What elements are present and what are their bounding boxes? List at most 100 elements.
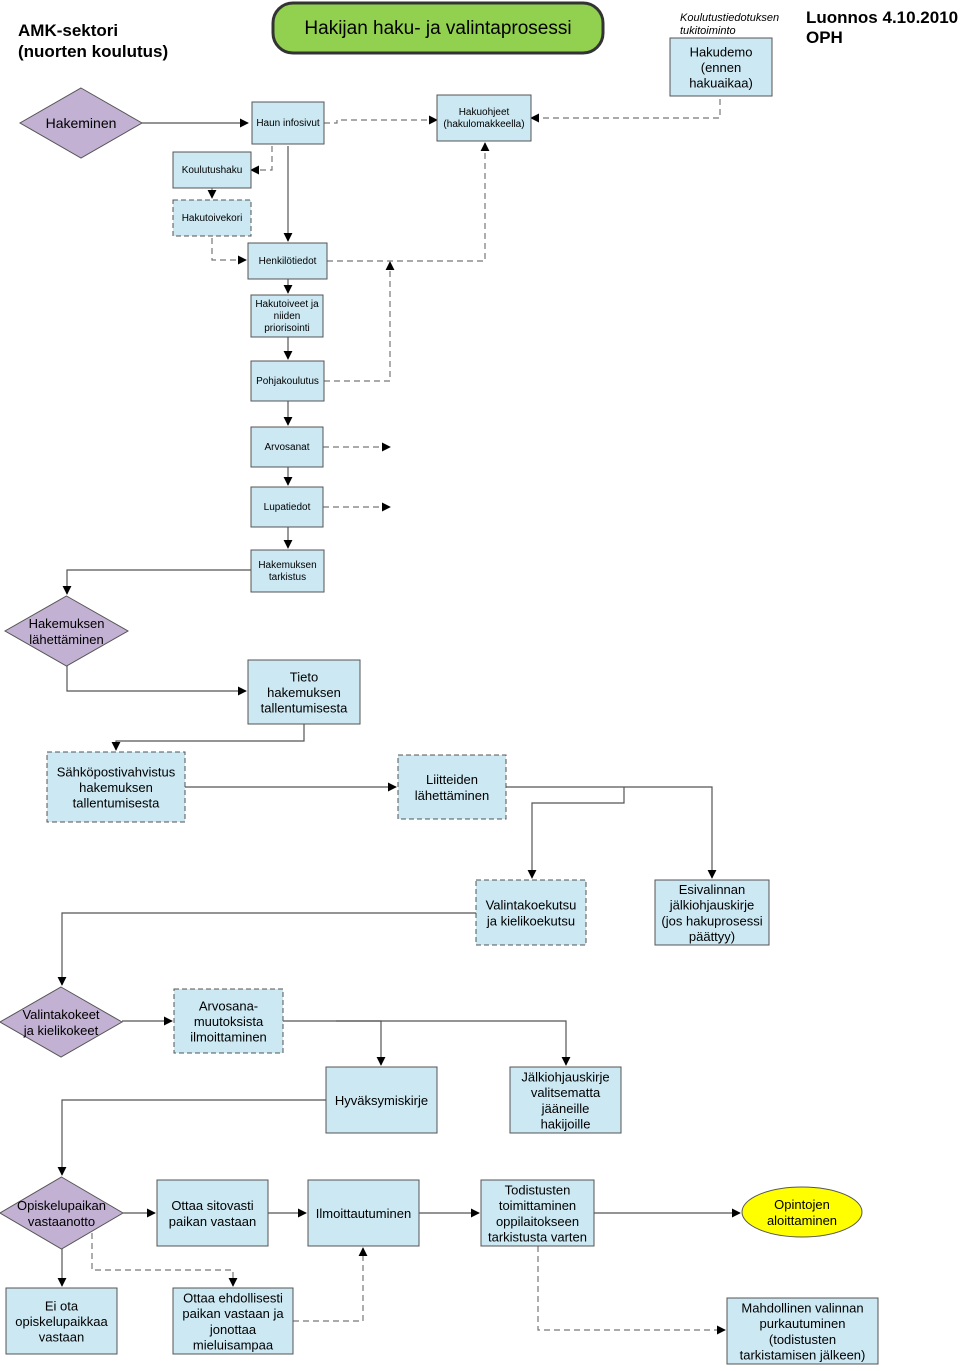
node-label-infosivut: Haun infosivut: [256, 118, 320, 129]
connector-25: [283, 1020, 571, 1066]
node-shape-todistukset: [480, 1179, 595, 1247]
node-shape-jalkiohjaus: [509, 1066, 622, 1134]
node-shape-hakutoivekori: [172, 199, 252, 237]
connector-35: [537, 1246, 726, 1335]
sector-title: AMK-sektori (nuorten koulutus): [18, 21, 169, 61]
node-shape-arvosanamuutos: [173, 988, 284, 1054]
node-label-hakuohjeet: Hakuohjeet(hakulomakkeella): [443, 107, 524, 130]
node-ilmoittautuminen: Ilmoittautuminen: [307, 1179, 420, 1247]
node-infosivut: Haun infosivut: [251, 101, 325, 145]
node-shape-henkilotiedot: [247, 242, 328, 280]
node-label-pohjakoulutus: Pohjakoulutus: [256, 376, 319, 387]
connector-18: [66, 666, 247, 696]
node-shape-arvosanat: [250, 426, 324, 468]
node-label-hakutoivekori: Hakutoivekori: [182, 213, 243, 224]
draft-label: Luonnos 4.10.2010 OPH: [806, 8, 959, 47]
node-hakuohjeet: Hakuohjeet(hakulomakkeella): [436, 94, 532, 142]
node-label-lupatiedot: Lupatiedot: [264, 502, 311, 513]
node-shape-lahettaminen: [3, 595, 130, 667]
node-hakeminen: Hakeminen: [18, 87, 144, 159]
node-shape-valintakokeet: [0, 986, 124, 1058]
node-label-hyvaksymiskirje: Hyväksymiskirje: [335, 1093, 428, 1108]
connector-3: [530, 99, 721, 123]
node-shape-tarkistus: [250, 549, 325, 593]
node-henkilotiedot: Henkilötiedot: [247, 242, 328, 280]
node-arvosanat: Arvosanat: [250, 426, 324, 468]
node-shape-sahkoposti: [46, 751, 186, 823]
node-label-arvosanat: Arvosanat: [264, 442, 309, 453]
node-shape-hakeminen: [18, 87, 144, 159]
connector-14: [324, 261, 395, 382]
node-label-hakeminen: Hakeminen: [46, 115, 117, 131]
node-shape-koulutushaku: [172, 151, 252, 189]
node-shape-hyvaksymiskirje: [325, 1066, 438, 1134]
node-hakutoivekori: Hakutoivekori: [172, 199, 252, 237]
connector-4: [250, 146, 273, 175]
node-label-koulutushaku: Koulutushaku: [182, 165, 243, 176]
node-koulutushaku: Koulutushaku: [172, 151, 252, 189]
connector-6: [211, 238, 247, 265]
node-shape-purkautuminen: [726, 1297, 879, 1365]
node-shape-pohjakoulutus: [250, 360, 325, 402]
node-shape-valintakoekutsu: [475, 879, 587, 946]
node-shape-liitteet: [397, 754, 507, 820]
connector-8: [327, 142, 490, 262]
node-shape-hakuohjeet: [436, 94, 532, 142]
connector-2: [324, 115, 438, 125]
node-shape-hakudemo: [669, 37, 773, 97]
connector-33: [91, 1233, 238, 1287]
node-hyvaksymiskirje: Hyväksymiskirje: [325, 1066, 438, 1134]
node-shape-ilmoittautuminen: [307, 1179, 420, 1247]
node-shape-tieto: [247, 659, 361, 725]
node-shape-ehdollisesti: [172, 1287, 294, 1355]
node-shape-opintojen: [741, 1186, 863, 1238]
node-shape-hakutoiveet: [250, 294, 324, 338]
node-lupatiedot: Lupatiedot: [250, 486, 324, 528]
node-shape-opiskelupaikka: [0, 1176, 124, 1250]
connector-26: [336, 1020, 386, 1066]
node-pohjakoulutus: Pohjakoulutus: [250, 360, 325, 402]
node-label-ilmoittautuminen: Ilmoittautuminen: [316, 1206, 411, 1221]
node-shape-infosivut: [251, 101, 325, 145]
node-label-title: Hakijan haku- ja valintaprosessi: [304, 18, 571, 39]
connector-27: [57, 1099, 326, 1176]
connector-19: [111, 724, 305, 751]
connector-22: [527, 787, 625, 879]
node-shape-sitovasti: [156, 1179, 269, 1247]
connector-23: [57, 912, 476, 986]
